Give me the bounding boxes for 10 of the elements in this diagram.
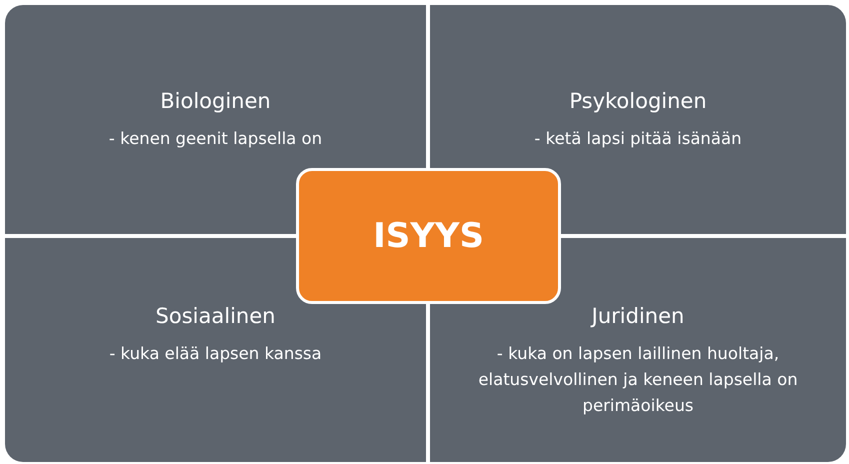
center-title: ISYYS (373, 216, 484, 256)
quadrant-heading: Psykologinen (569, 89, 707, 114)
quadrant-description: - kuka on lapsen laillinen huoltaja, elatusvelvollinen ja keneen lapsella on perimäoikeus (478, 343, 798, 418)
quadrant-description: - ketä lapsi pitää isänään (534, 128, 742, 150)
quadrant-description: - kuka elää lapsen kanssa (109, 343, 322, 366)
quadrant-heading: Biologinen (160, 89, 271, 114)
quadrant-description: - kenen geenit lapsella on (108, 128, 322, 150)
quadrant-heading: Sosiaalinen (156, 304, 276, 330)
quadrant-heading: Juridinen (592, 304, 684, 330)
center-box (296, 168, 561, 304)
